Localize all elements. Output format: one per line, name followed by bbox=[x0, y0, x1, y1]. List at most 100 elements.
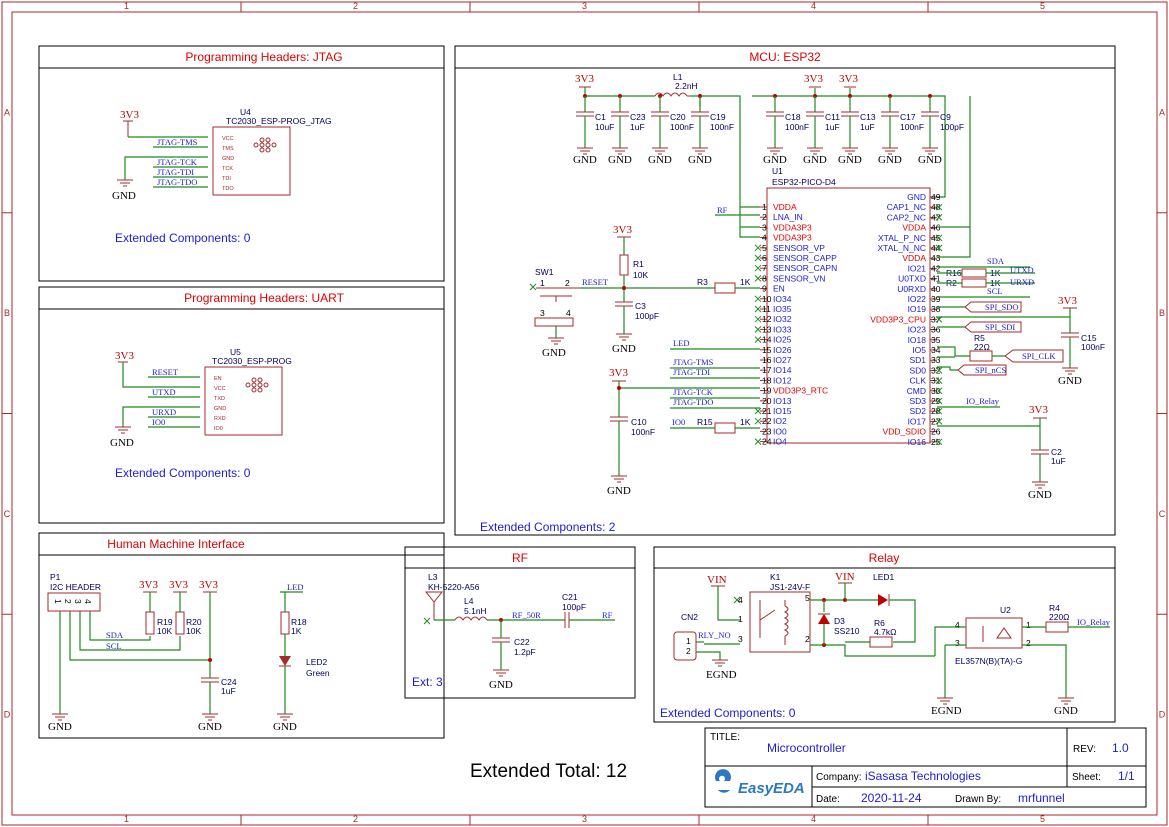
svg-text:GND: GND bbox=[214, 406, 226, 412]
mcu-pin-name: CAP2_NC bbox=[887, 212, 926, 222]
mcu-pin-name: IO13 bbox=[773, 396, 792, 406]
relay-section-title: Relay bbox=[869, 551, 900, 565]
gnd-label: GND bbox=[648, 154, 672, 166]
mcu-pin-name: IO25 bbox=[773, 335, 792, 345]
jtag-section-title: Programming Headers: JTAG bbox=[185, 50, 342, 64]
mcu-pin-name: IO26 bbox=[773, 345, 792, 355]
svg-text:3V3: 3V3 bbox=[139, 579, 158, 591]
mcu-pin-number: 44 bbox=[931, 243, 941, 253]
reset-switch-sw1: SW1 1 2 3 4 GND bbox=[529, 267, 580, 359]
gnd-symbol: GND bbox=[110, 426, 134, 449]
net-jtag-tdi: JTAG-TDI bbox=[157, 167, 194, 177]
cap-ref: C17 bbox=[900, 112, 916, 122]
mcu-pin-number: 17 bbox=[762, 365, 772, 375]
svg-text:EN: EN bbox=[214, 376, 222, 382]
svg-text:TMS: TMS bbox=[222, 146, 234, 152]
mcu-pin-number: 37 bbox=[931, 314, 941, 324]
mcu-pin-number: 16 bbox=[762, 355, 772, 365]
zone-col-label: 2 bbox=[353, 814, 358, 824]
svg-text:2: 2 bbox=[1026, 638, 1031, 648]
svg-text:4: 4 bbox=[566, 308, 571, 318]
svg-text:GND: GND bbox=[48, 721, 72, 733]
svg-text:RF_50R: RF_50R bbox=[512, 610, 541, 620]
svg-text:100nF: 100nF bbox=[1081, 342, 1105, 352]
zone-col-label: 1 bbox=[124, 1, 129, 11]
gnd-label: GND bbox=[878, 154, 902, 166]
mcu-pin-name: IO16 bbox=[908, 437, 927, 447]
svg-text:5: 5 bbox=[805, 593, 810, 603]
mcu-pin-name: IO27 bbox=[773, 355, 792, 365]
mcu-pin-number: 23 bbox=[762, 426, 772, 436]
mcu-pin-name: VDDA bbox=[773, 202, 797, 212]
svg-text:1K: 1K bbox=[740, 417, 751, 427]
mcu-pin-number: 2 bbox=[762, 212, 767, 222]
svg-text:ESP32-PICO-D4: ESP32-PICO-D4 bbox=[772, 177, 836, 187]
svg-text:3V3: 3V3 bbox=[1058, 295, 1077, 307]
zone-row-label: A bbox=[1159, 107, 1165, 117]
svg-text:TC2030_ESP-PROG: TC2030_ESP-PROG bbox=[212, 356, 292, 366]
svg-text:TDI: TDI bbox=[222, 176, 231, 182]
mcu-pin-number: 28 bbox=[931, 406, 941, 416]
svg-text:URXD: URXD bbox=[1010, 277, 1034, 287]
svg-text:R1: R1 bbox=[633, 259, 644, 269]
svg-text:EGND: EGND bbox=[706, 669, 737, 681]
svg-text:JTAG-TDI: JTAG-TDI bbox=[673, 367, 710, 377]
mcu-pin-number: 11 bbox=[762, 304, 771, 314]
jtag-connector-u4: U4 TC2030_ESP-PROG_JTAG VCC TMS GND TCK … bbox=[212, 107, 332, 196]
mcu-pin-name: IO4 bbox=[773, 437, 787, 447]
svg-text:3: 3 bbox=[73, 599, 83, 604]
gnd-symbol: GND bbox=[112, 179, 136, 202]
svg-text:220Ω: 220Ω bbox=[1049, 612, 1070, 622]
svg-text:GND: GND bbox=[1028, 489, 1052, 501]
mcu-pin-name: IO15 bbox=[773, 406, 792, 416]
svg-text:GND: GND bbox=[198, 721, 222, 733]
cap-ref: C1 bbox=[595, 112, 606, 122]
svg-text:GND: GND bbox=[607, 485, 631, 497]
mcu-pin-name: IO2 bbox=[773, 416, 787, 426]
svg-text:5.1nH: 5.1nH bbox=[464, 606, 487, 616]
mcu-pin-number: 47 bbox=[931, 212, 941, 222]
optocoupler-u2: U2 EL357N(B)(TA)-G 4 3 1 2 bbox=[955, 605, 1031, 666]
svg-text:VCC: VCC bbox=[222, 136, 234, 142]
mcu-pin-number: 15 bbox=[762, 345, 772, 355]
svg-text:3: 3 bbox=[738, 634, 743, 644]
net-reset: RESET bbox=[152, 367, 179, 377]
mcu-pin-number: 42 bbox=[931, 263, 941, 273]
mcu-pin-number: 25 bbox=[931, 437, 941, 447]
mcu-pin-number: 14 bbox=[762, 335, 772, 345]
mcu-pin-number: 46 bbox=[931, 223, 941, 233]
svg-text:1uF: 1uF bbox=[221, 686, 236, 696]
diode-d3-icon bbox=[818, 614, 830, 624]
svg-text:D3: D3 bbox=[834, 616, 845, 626]
mcu-pin-name: XTAL_N_NC bbox=[878, 243, 927, 253]
cap-ref: C18 bbox=[785, 112, 801, 122]
mcu-pin-number: 10 bbox=[762, 294, 772, 304]
svg-text:R6: R6 bbox=[874, 618, 885, 628]
svg-text:3: 3 bbox=[955, 638, 960, 648]
svg-text:C22: C22 bbox=[514, 637, 530, 647]
cap-value: 100pF bbox=[940, 122, 964, 132]
svg-text:C3: C3 bbox=[635, 301, 646, 311]
svg-text:JTAG-TMS: JTAG-TMS bbox=[673, 357, 714, 367]
svg-text:4.7kΩ: 4.7kΩ bbox=[874, 627, 896, 637]
mcu-pin-name: VDDA bbox=[902, 253, 926, 263]
svg-text:Sheet:: Sheet: bbox=[1072, 772, 1101, 783]
svg-text:U1: U1 bbox=[772, 166, 783, 176]
svg-text:3V3: 3V3 bbox=[199, 579, 218, 591]
led2-diode-icon bbox=[279, 656, 291, 666]
zone-col-label: 2 bbox=[353, 1, 358, 11]
svg-text:R19: R19 bbox=[157, 617, 173, 627]
cap-value: 1uF bbox=[860, 122, 875, 132]
extended-total: Extended Total: 12 bbox=[470, 761, 627, 782]
mcu-pin-name: IO17 bbox=[908, 416, 927, 426]
cap-value: 100nF bbox=[900, 122, 924, 132]
zone-col-label: 1 bbox=[124, 814, 129, 824]
mcu-pin-name: VDD3P3_CPU bbox=[870, 314, 926, 324]
decoupling-caps-right: C18100nFGNDC111uFGNDC131uFGNDC17100nFGND… bbox=[763, 94, 964, 166]
svg-text:1.2pF: 1.2pF bbox=[514, 647, 536, 657]
mcu-pin-number: 27 bbox=[931, 416, 941, 426]
gnd-label: GND bbox=[803, 154, 827, 166]
inductor-l1: L1 2.2nH bbox=[654, 72, 698, 97]
mcu-pin-name: U0TXD bbox=[898, 274, 926, 284]
